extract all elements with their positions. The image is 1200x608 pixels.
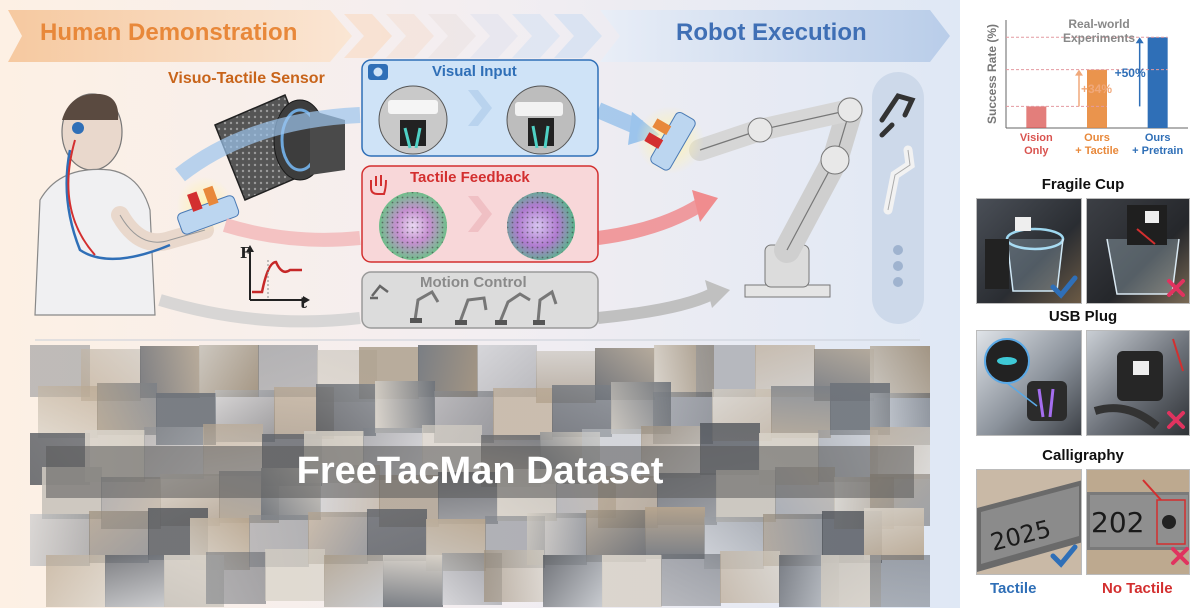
pipeline-panel: Human Demonstration Robot Execution Visu… bbox=[0, 0, 960, 608]
dataset-sample-thumbnail bbox=[602, 555, 662, 607]
dataset-sample-thumbnail bbox=[206, 552, 266, 604]
chart-annotation: +50% bbox=[1115, 66, 1146, 80]
dataset-sample-thumbnail bbox=[324, 555, 384, 607]
sensor-label: Visuo-Tactile Sensor bbox=[168, 70, 325, 87]
panel-divider bbox=[960, 0, 966, 608]
dataset-label-band bbox=[46, 446, 914, 498]
chart-bar bbox=[1087, 69, 1107, 128]
dataset-sample-thumbnail bbox=[265, 549, 325, 601]
dataset-sample-thumbnail bbox=[89, 511, 149, 563]
failure-cross-icon bbox=[1167, 411, 1185, 429]
chart-tick-label: Vision bbox=[1020, 132, 1053, 144]
chart-tick-label: Ours bbox=[1145, 132, 1171, 144]
dataset-sample-thumbnail bbox=[645, 507, 705, 559]
tactile-feedback-label: Tactile Feedback bbox=[410, 169, 530, 186]
chart-tick-label: Only bbox=[1024, 145, 1049, 157]
human-demonstration-title: Human Demonstration bbox=[40, 19, 298, 46]
dataset-sample-thumbnail bbox=[316, 384, 376, 436]
touch-hand-icon bbox=[370, 175, 387, 195]
dataset-sample-thumbnail bbox=[493, 388, 553, 440]
task-title-usb-plug: USB Plug bbox=[1048, 308, 1118, 325]
chart-annotation: +34% bbox=[1081, 82, 1112, 96]
robot-arm-illustration bbox=[689, 97, 863, 298]
dataset-sample-thumbnail bbox=[484, 550, 544, 602]
chart-title-line1: Real-world bbox=[1068, 17, 1129, 31]
dataset-sample-thumbnail bbox=[383, 555, 443, 607]
chart-title-line2: Experiments bbox=[1063, 31, 1135, 45]
banner-chevron-right bbox=[600, 10, 950, 62]
dataset-label: FreeTacMan Dataset bbox=[296, 450, 664, 492]
task-title-calligraphy: Calligraphy bbox=[1042, 447, 1124, 464]
robot-gripper-illustration bbox=[644, 111, 696, 171]
fragile-cup-no-tactile-photo bbox=[1086, 198, 1190, 304]
chart-y-label: Success Rate (%) bbox=[985, 24, 999, 124]
chart-gain-arrowhead bbox=[1075, 69, 1083, 76]
force-axis-label: F bbox=[240, 244, 251, 262]
dataset-sample-thumbnail bbox=[367, 509, 427, 561]
dataset-sample-thumbnail bbox=[97, 383, 157, 435]
dataset-sample-thumbnail bbox=[46, 555, 106, 607]
dataset-sample-thumbnail bbox=[870, 555, 930, 607]
chart-tick-label: + Tactile bbox=[1075, 145, 1119, 157]
dataset-sample-thumbnail bbox=[771, 386, 831, 438]
dataset-sample-thumbnail bbox=[586, 510, 646, 562]
success-check-icon bbox=[1050, 544, 1078, 568]
calligraphy-no-tactile-photo: 202 bbox=[1086, 469, 1190, 575]
legend-no-tactile: No Tactile bbox=[1102, 580, 1173, 597]
chart-bar bbox=[1147, 37, 1168, 128]
task-title-fragile-cup: Fragile Cup bbox=[1041, 176, 1125, 193]
pipeline-graphics bbox=[8, 10, 950, 341]
dataset-sample-thumbnail bbox=[375, 381, 435, 433]
dataset-sample-thumbnail bbox=[38, 386, 98, 438]
motion-control-label: Motion Control bbox=[420, 274, 527, 291]
dataset-sample-thumbnail bbox=[696, 345, 756, 397]
chart-gain-arrowhead bbox=[1135, 37, 1144, 44]
visual-input-label: Visual Input bbox=[432, 63, 517, 80]
robot-arm-icon bbox=[370, 284, 389, 300]
dataset-sample-thumbnail bbox=[552, 385, 612, 437]
legend-tactile: Tactile bbox=[990, 580, 1037, 597]
dataset-sample-thumbnail bbox=[543, 555, 603, 607]
chart-tick-label: Ours bbox=[1084, 132, 1110, 144]
human-demonstrator-illustration bbox=[34, 93, 214, 316]
svg-text:202: 202 bbox=[1091, 506, 1144, 539]
failure-cross-icon bbox=[1167, 279, 1185, 297]
dataset-sample-thumbnail bbox=[720, 551, 780, 603]
fragile-cup-tactile-photo bbox=[976, 198, 1082, 304]
robot-execution-title: Robot Execution bbox=[676, 19, 867, 46]
force-time-plot bbox=[246, 245, 310, 304]
chart-tick-label: + Pretrain bbox=[1132, 145, 1183, 157]
failure-cross-icon bbox=[1171, 547, 1189, 565]
chart-bar bbox=[1026, 106, 1047, 128]
dataset-sample-thumbnail bbox=[199, 345, 259, 397]
dataset-sample-thumbnail bbox=[661, 554, 721, 606]
usb-plug-tactile-photo bbox=[976, 330, 1082, 436]
handheld-gripper-illustration bbox=[177, 185, 240, 235]
banner-chevron-left bbox=[8, 10, 352, 62]
dataset-sample-thumbnail bbox=[105, 555, 165, 607]
success-check-icon bbox=[1050, 275, 1078, 299]
time-axis-label: t bbox=[300, 294, 307, 312]
dataset-sample-thumbnail bbox=[864, 508, 924, 560]
